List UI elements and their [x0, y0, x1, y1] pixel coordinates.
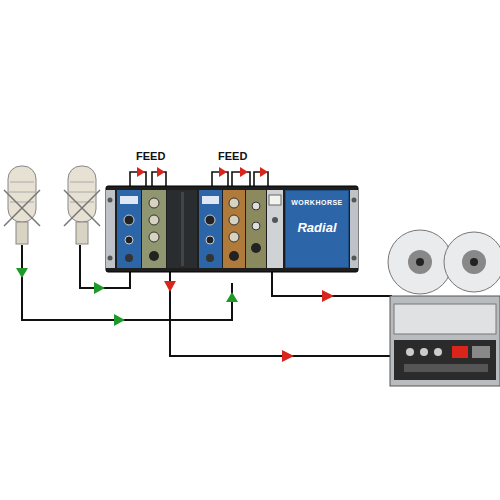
- meter-module-part: [269, 195, 281, 205]
- tape-machine-part: [472, 346, 490, 358]
- microphone-part: [10, 182, 34, 183]
- red-arrow-part: [282, 350, 294, 362]
- tape-machine-part: [404, 364, 488, 372]
- eq-module-part: [252, 202, 260, 210]
- rack-chassis-part: [108, 198, 113, 203]
- meter-module-part: [272, 217, 278, 223]
- preamp-module-part: [199, 190, 222, 268]
- preamp-module-part: [120, 196, 138, 204]
- tape-machine-part: [444, 232, 500, 292]
- red-arrow-part: [322, 290, 334, 302]
- tape-machine-part: [470, 258, 478, 266]
- eq-module-part: [149, 198, 159, 208]
- eq-module-part: [223, 190, 245, 268]
- product-name: WORKHORSE: [286, 199, 348, 206]
- rack-chassis-part: [106, 190, 115, 268]
- rack-chassis-part: [106, 186, 358, 272]
- green-arrow: [16, 268, 238, 326]
- microphone-part: [9, 192, 35, 193]
- feed-arrow-part: [157, 167, 165, 177]
- feed-arrow-part: [260, 167, 268, 177]
- blank-module-part: [181, 192, 184, 266]
- blank-module-part: [167, 190, 197, 268]
- preamp-module-part: [117, 190, 141, 268]
- rack-chassis-part: [108, 256, 113, 261]
- microphone-part: [10, 202, 34, 203]
- microphone-part: [8, 166, 36, 222]
- microphone-part: [4, 190, 40, 226]
- microphone-part: [64, 190, 100, 226]
- output-wire: [170, 262, 392, 356]
- eq-module: [142, 190, 266, 268]
- tape-machine-part: [406, 348, 414, 356]
- rack-chassis: [106, 186, 358, 272]
- green-arrow-part: [226, 292, 238, 302]
- tape-machine-part: [394, 304, 496, 334]
- microphone-part: [76, 222, 88, 244]
- preamp-module-part: [206, 254, 214, 262]
- rack-chassis-part: [352, 256, 357, 261]
- eq-module-part: [252, 222, 260, 230]
- preamp-module-part: [205, 215, 215, 225]
- preamp-module: [117, 190, 222, 268]
- tape-machine-part: [416, 258, 424, 266]
- blank-module: [167, 190, 197, 268]
- feed-label: FEED: [136, 150, 165, 162]
- microphone-part: [68, 166, 96, 222]
- eq-module-part: [229, 198, 239, 208]
- feed-label: FEED: [218, 150, 247, 162]
- eq-module-part: [149, 215, 159, 225]
- eq-module-part: [229, 215, 239, 225]
- tape-machine: [388, 230, 500, 386]
- microphone-part: [70, 182, 94, 183]
- microphone-part: [70, 202, 94, 203]
- feed-arrow-part: [219, 167, 227, 177]
- eq-module-part: [142, 190, 166, 268]
- eq-module-part: [251, 243, 261, 253]
- brand-logo: Radial: [286, 220, 348, 235]
- microphone: [4, 166, 100, 244]
- tape-machine-part: [408, 250, 432, 274]
- feed-arrow-part: [137, 167, 145, 177]
- microphone-part: [69, 192, 95, 193]
- eq-module-part: [229, 232, 239, 242]
- rack-chassis-part: [352, 198, 357, 203]
- preamp-module-part: [125, 254, 133, 262]
- red-arrow-part: [164, 281, 176, 292]
- tape-machine-part: [434, 348, 442, 356]
- feed-arrow-part: [240, 167, 248, 177]
- rack-chassis-part: [350, 190, 358, 268]
- feed-loop: [130, 172, 268, 186]
- eq-module-part: [229, 251, 239, 261]
- preamp-module-part: [206, 236, 214, 244]
- tape-machine-part: [394, 340, 496, 380]
- tape-machine-part: [452, 346, 468, 358]
- feed-arrow: [137, 167, 268, 177]
- microphone-part: [16, 222, 28, 244]
- tape-machine-part: [390, 296, 500, 386]
- meter-module: [267, 190, 283, 268]
- green-arrow-part: [114, 314, 125, 326]
- eq-module-part: [246, 190, 266, 268]
- red-arrow: [164, 281, 334, 362]
- tape-machine-part: [388, 230, 452, 294]
- preamp-module-part: [124, 215, 134, 225]
- tape-machine-part: [420, 348, 428, 356]
- eq-module-part: [149, 232, 159, 242]
- tape-machine-part: [462, 250, 486, 274]
- green-arrow-part: [94, 282, 105, 294]
- meter-module-part: [267, 190, 283, 268]
- preamp-module-part: [202, 196, 219, 204]
- output-wire-part: [170, 272, 392, 356]
- preamp-module-part: [125, 236, 133, 244]
- green-arrow-part: [16, 268, 28, 278]
- rack-panel: WORKHORSE Radial: [285, 190, 349, 268]
- eq-module-part: [149, 251, 159, 261]
